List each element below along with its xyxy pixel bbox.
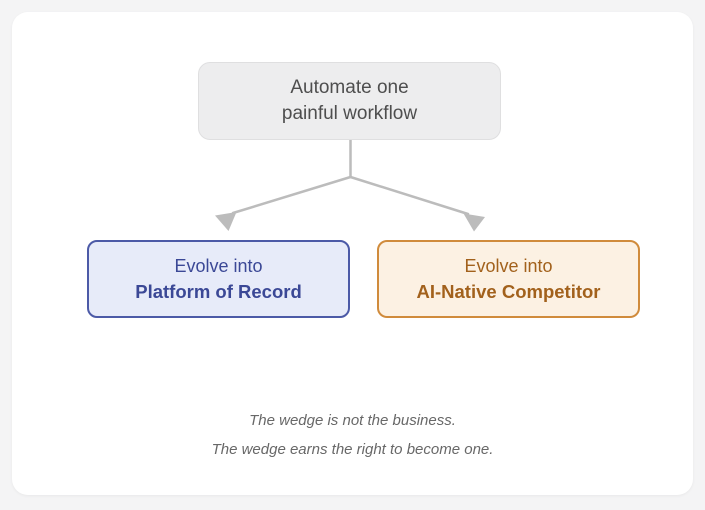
branch-node-ai-native-competitor: Evolve into AI-Native Competitor xyxy=(377,240,640,318)
caption-line1: The wedge is not the business. xyxy=(249,412,456,429)
branch-node-platform-of-record: Evolve into Platform of Record xyxy=(87,240,350,318)
caption: The wedge is not the business. The wedge… xyxy=(0,406,705,464)
root-node-line2: painful workflow xyxy=(281,103,418,124)
root-node-line1: Automate one xyxy=(290,77,409,98)
branch-platform-line1: Evolve into xyxy=(174,256,263,276)
branch-ai-line2: AI-Native Competitor xyxy=(416,281,601,302)
caption-line2: The wedge earns the right to become one. xyxy=(211,441,494,458)
branch-platform-line2: Platform of Record xyxy=(135,281,302,302)
root-node-automate-workflow: Automate one painful workflow xyxy=(198,62,501,140)
branch-ai-line1: Evolve into xyxy=(464,256,553,276)
